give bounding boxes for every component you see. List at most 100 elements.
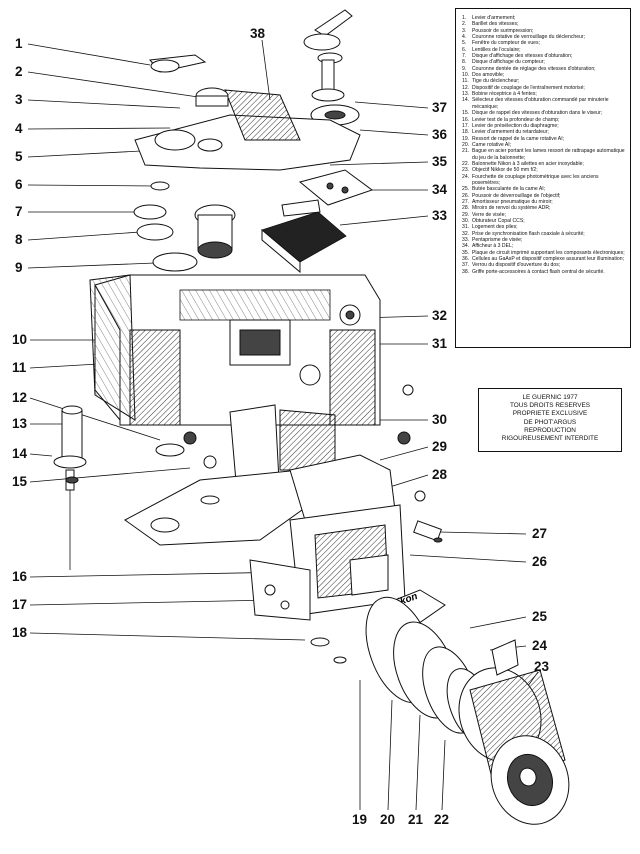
legend-item: 35.Plaque de circuit imprimé supportant … [462,250,625,256]
legend-item-text: Verrou du dispositif d'ouverture du dos; [472,262,561,269]
legend-item-text: Couronne rotative de verrouillage du déc… [472,34,585,41]
legend-item-number: 11. [462,78,469,85]
callout-17: 17 [12,597,28,612]
callout-38: 38 [250,26,266,41]
legend-item: 1.Levier d'armement; [462,15,625,21]
legend-item: 29.Verre de visée; [462,212,625,218]
callout-37: 37 [432,100,448,115]
legend-item-text: Miroirs de renvoi du système ADR; [472,205,551,212]
callout-18: 18 [12,625,28,640]
legend-item-text: Lentilles de l'oculaire; [472,46,521,53]
legend-item: 32.Prise de synchronisation flash coaxia… [462,231,625,237]
legend-item: 8.Disque d'affichage du compteur; [462,59,625,65]
legend-item: 13.Bobine réceptrice à 4 fentes; [462,91,625,97]
legend-item-text: Objectif Nikkor de 50 mm f/2; [472,167,538,174]
copyright-line: LE GUERNIC 1977 [522,394,578,401]
legend-item-text: Levier d'armement du retardateur; [472,129,549,136]
legend-item-number: 26. [462,192,470,199]
legend-item-text: Levier d'armement; [472,15,516,21]
legend-item-text: Disque d'affichage des vitesses d'obtura… [472,53,573,60]
legend-item-number: 17. [462,122,470,129]
legend-item-number: 13. [462,91,470,98]
parts-legend: 1.Levier d'armement;2.Barillet des vites… [455,8,631,348]
callout-21: 21 [408,812,424,827]
legend-item-text: Came rotative AI; [472,141,512,148]
legend-item-number: 4. [462,34,467,41]
callout-35: 35 [432,154,448,169]
legend-item: 22.Baïonnette Nikon à 3 ailettes en acie… [462,161,625,167]
nikkor-lens [458,639,570,825]
pentaprism [261,199,347,274]
callout-25: 25 [532,609,548,624]
callout-20: 20 [380,812,396,827]
callout-30: 30 [432,412,448,427]
legend-item-number: 22. [462,160,470,167]
legend-item-number: 12. [462,84,470,91]
legend-item-text: Butée basculante de la came AI; [472,186,546,193]
legend-item-number: 20. [462,141,470,148]
legend-item-number: 35. [462,249,470,256]
legend-item-text: Obturateur Copal CCS; [472,218,525,224]
legend-item-number: 7. [462,53,467,60]
speed-dial-stack [133,181,236,272]
callout-19: 19 [352,812,368,827]
advance-lever [149,54,229,107]
legend-item: 36.Cellules au GaAsP et dispositif compl… [462,256,625,262]
legend-item-text: Levier de présélection du diaphragme; [472,122,559,129]
legend-item-number: 2. [462,21,467,28]
legend-item-number: 9. [462,65,467,72]
callout-11: 11 [12,360,27,375]
legend-item-number: 32. [462,230,470,237]
legend-item-number: 36. [462,256,470,263]
callout-23: 23 [534,659,550,674]
legend-item: 23.Objectif Nikkor de 50 mm f/2; [462,167,625,173]
callout-28: 28 [432,467,448,482]
callout-31: 31 [432,336,448,351]
legend-item-text: Tige du déclencheur; [472,78,520,85]
legend-item-number: 27. [462,198,470,205]
legend-item: 21.Bague en acier portant les lames ress… [462,148,625,161]
legend-item-text: Bobine réceptrice à 4 fentes; [472,91,537,98]
callout-34: 34 [432,182,448,197]
legend-item-text: Levier test de la profondeur de champ; [472,116,560,123]
legend-item: 14.Sélecteur des vitesses d'obturation c… [462,97,625,110]
legend-item: 6.Lentilles de l'oculaire; [462,47,625,53]
legend-item-text: Poussoir de déverrouillage de l'objectif… [472,192,561,199]
callout-1: 1 [15,36,23,51]
legend-item-text: Disque de rappel des vitesses d'obturati… [472,110,603,117]
legend-item-number: 19. [462,135,470,142]
callout-29: 29 [432,439,448,454]
legend-item: 31.Logement des piles; [462,224,625,230]
legend-item: 11.Tige du déclencheur; [462,78,625,84]
callout-5: 5 [15,149,23,164]
legend-item: 4. Couronne rotative de verrouillage du d… [462,34,625,40]
legend-item-number: 31. [462,224,470,231]
legend-item: 5.Fenêtre du compteur de vues; [462,40,625,46]
callout-22: 22 [434,812,450,827]
callout-8: 8 [15,232,23,247]
callout-33: 33 [432,208,448,223]
legend-item-text: Griffe porte-accessoires à contact flash… [472,268,605,275]
legend-item-text: Prise de synchronisation flash coaxiale … [472,230,585,237]
callout-12: 12 [12,390,28,405]
mirror-damper [413,490,443,543]
legend-item-number: 18. [462,129,470,136]
legend-item-number: 30. [462,218,470,224]
legend-item: 26.Poussoir de déverrouillage de l'objec… [462,193,625,199]
legend-item: 17.Levier de présélection du diaphragme; [462,123,625,129]
copyright-box: LE GUERNIC 1977 TOUS DROITS RESERVES PRO… [478,388,622,452]
legend-item-text: Pentaprisme de visée; [472,237,523,244]
legend-item-number: 3. [462,27,467,34]
legend-item-number: 8. [462,59,467,66]
circuit-plate [298,169,374,206]
copyright-line: DE PHOT'ARGUS [523,418,577,426]
callout-10: 10 [12,332,28,347]
rewind-crank-assembly [303,9,360,126]
top-cover [134,89,361,171]
callout-36: 36 [432,127,448,142]
copyright-line: TOUS DROITS RESERVES [509,402,591,410]
legend-item-text: Verre de visée; [472,211,506,218]
legend-item: 25.Butée basculante de la came AI; [462,186,625,192]
